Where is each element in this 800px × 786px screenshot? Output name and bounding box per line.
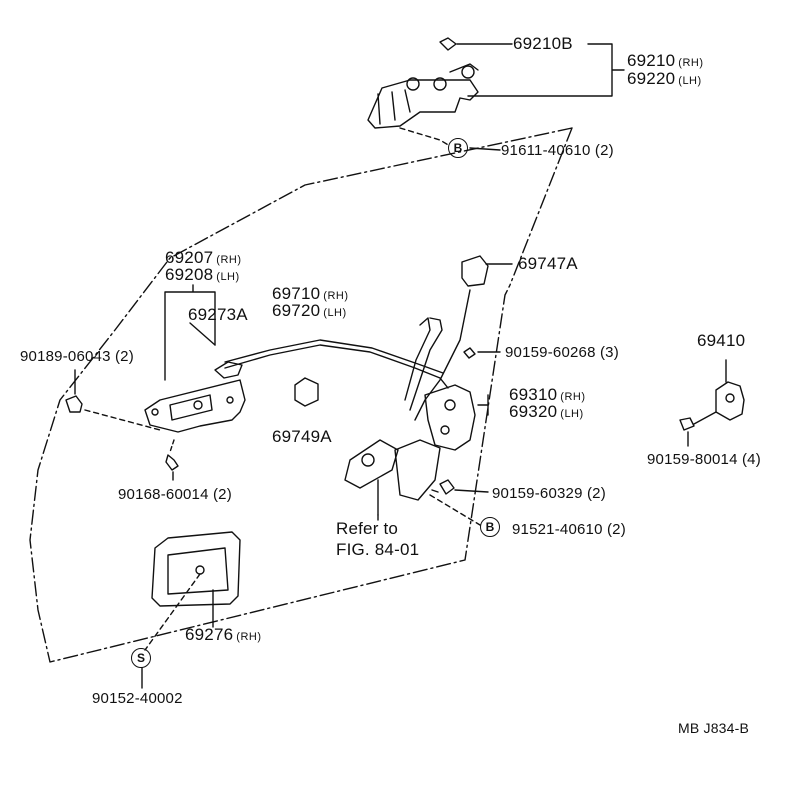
- label-90189: 90189-06043 (2): [20, 348, 134, 365]
- screw-90168: [165, 454, 179, 471]
- bracket-69210: [467, 43, 625, 97]
- label-69220-side: (LH): [678, 75, 702, 87]
- leader-90152: [144, 573, 201, 651]
- label-69320: 69320(LH): [509, 403, 584, 423]
- leader-91611: [399, 127, 451, 147]
- label-69273A: 69273A: [188, 305, 248, 324]
- screw-90159-60329: [439, 479, 455, 495]
- door-lock-actuator: [344, 439, 399, 516]
- control-rod: [224, 344, 449, 389]
- callout-b-top: B: [448, 138, 468, 158]
- label-90152: 90152-40002: [92, 690, 183, 707]
- label-69208-num: 69208: [165, 265, 214, 284]
- callout-b-mid: B: [480, 517, 500, 537]
- label-69210B: 69210B: [513, 34, 573, 53]
- label-69320-num: 69320: [509, 402, 558, 421]
- bracket-69310: [477, 394, 489, 416]
- label-69410: 69410: [697, 331, 746, 350]
- label-69310-side: (RH): [560, 391, 586, 403]
- callout-s-bottom: S: [131, 648, 151, 668]
- figure-code: MB J834-B: [678, 720, 750, 736]
- part-69747A: [461, 255, 489, 287]
- label-69310-num: 69310: [509, 385, 558, 404]
- door-lock-striker: [715, 359, 745, 421]
- label-91521: 91521-40610 (2): [512, 521, 626, 538]
- label-69220-num: 69220: [627, 69, 676, 88]
- label-69720-side: (LH): [323, 307, 347, 319]
- label-69710-num: 69710: [272, 284, 321, 303]
- inside-handle-bezel: [151, 531, 241, 607]
- label-69276-side: (RH): [236, 631, 262, 643]
- label-90159-60268: 90159-60268 (3): [505, 344, 619, 361]
- door-lock-assembly: [394, 384, 476, 501]
- label-69210-side: (RH): [678, 57, 704, 69]
- label-69207-side: (RH): [216, 254, 242, 266]
- clip-90189: [65, 395, 83, 413]
- label-69720: 69720(LH): [272, 302, 347, 322]
- label-69276: 69276(RH): [185, 626, 262, 646]
- label-69207: 69207(RH): [165, 249, 242, 269]
- screw-90159-60268: [463, 347, 476, 359]
- inside-handle-assembly: [144, 361, 246, 433]
- label-90159-60329: 90159-60329 (2): [492, 485, 606, 502]
- label-69276-num: 69276: [185, 625, 234, 644]
- label-69749A: 69749A: [272, 427, 332, 446]
- lock-rod: [414, 289, 471, 421]
- refer-line1: Refer to: [336, 519, 399, 538]
- label-69208-side: (LH): [216, 271, 240, 283]
- label-69710-side: (RH): [323, 290, 349, 302]
- outside-handle-clip: [439, 37, 457, 51]
- label-69310: 69310(RH): [509, 386, 586, 406]
- bracket-69207: [164, 284, 216, 381]
- label-91611: 91611-40610 (2): [501, 142, 614, 159]
- label-90159-80014: 90159-80014 (4): [647, 451, 761, 468]
- label-69208: 69208(LH): [165, 266, 240, 286]
- label-69207-num: 69207: [165, 248, 214, 267]
- label-69710: 69710(RH): [272, 285, 349, 305]
- outside-handle: [367, 63, 479, 129]
- label-69220: 69220(LH): [627, 70, 702, 90]
- label-69747A: 69747A: [518, 254, 578, 273]
- label-69210-num: 69210: [627, 51, 676, 70]
- label-90168: 90168-60014 (2): [118, 486, 232, 503]
- door-panel-outline: [29, 127, 573, 663]
- label-69210: 69210(RH): [627, 52, 704, 72]
- label-69320-side: (LH): [560, 408, 584, 420]
- refer-line2: FIG. 84-01: [336, 540, 420, 559]
- label-69720-num: 69720: [272, 301, 321, 320]
- part-69749A: [294, 377, 319, 407]
- screw-90159-80014: [679, 417, 695, 431]
- leader-91521: [429, 494, 481, 526]
